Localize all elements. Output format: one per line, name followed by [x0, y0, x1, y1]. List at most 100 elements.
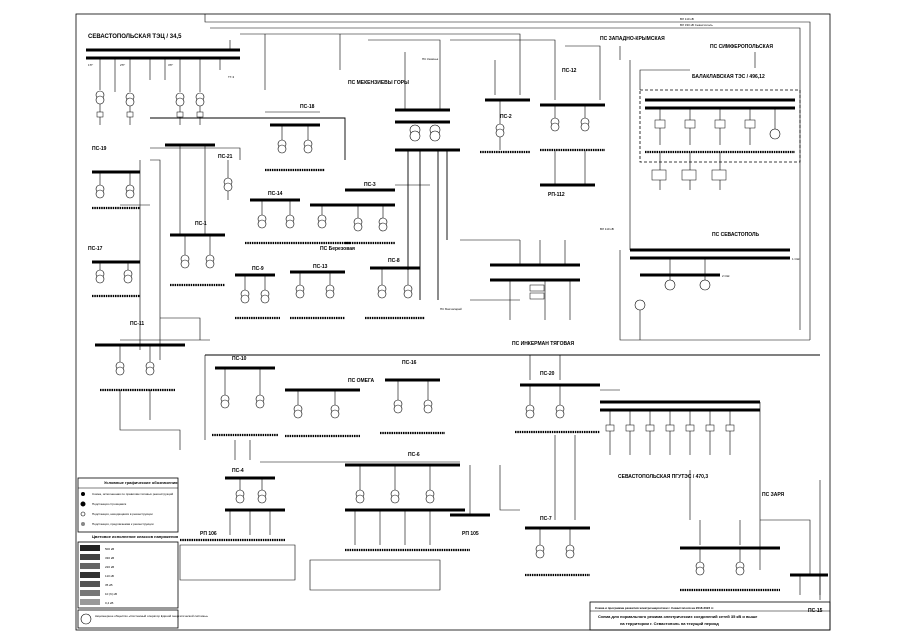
svg-text:Схема и программа развития эле: Схема и программа развития электроэнерге…: [595, 606, 714, 610]
station-label: ПС-17: [88, 246, 103, 252]
station-ps13[interactable]: ПС-13: [290, 264, 345, 320]
station-ps-inkerman[interactable]: ПС ИНКЕРМАН ТЯГОВАЯ: [460, 239, 580, 347]
station-label: ПС-16: [402, 360, 417, 366]
station-label: ПС ИНКЕРМАН ТЯГОВАЯ: [512, 341, 574, 347]
station-label: ПС-13: [313, 264, 328, 270]
station-label: ПС Березовая: [320, 246, 355, 252]
station-label: ПС-10: [232, 356, 247, 362]
svg-text:Подстанция, предлагаемая к рек: Подстанция, предлагаемая к реконструкции: [92, 522, 154, 526]
top-trunk-lines: ВЛ 110 кВ ВЛ 330 кВ Севастополь: [204, 14, 811, 340]
station-label: ПС-14: [268, 191, 283, 197]
station-ps-simf[interactable]: ПС СИМФЕРОПОЛЬСКАЯ: [710, 44, 773, 68]
station-label: СЕВАСТОПОЛЬСКАЯ ПГУТЭС / 470,3: [618, 474, 708, 480]
station-ps15[interactable]: ПС-15: [760, 519, 828, 614]
station-label: ПС-20: [540, 371, 555, 377]
svg-text:Цветовое исполнение классов на: Цветовое исполнение классов напряжения: [92, 534, 179, 539]
station-label: ПС-9: [252, 266, 264, 272]
station-label: СЕВАСТОПОЛЬСКАЯ ТЭЦ / 34,5: [88, 34, 182, 40]
station-ps20[interactable]: ПС-20: [515, 355, 620, 434]
station-ps12[interactable]: ПС-12: [540, 60, 605, 152]
station-ps3[interactable]: ПС-3: [345, 182, 430, 245]
svg-text:Подстанция строящаяся: Подстанция строящаяся: [92, 502, 127, 506]
station-label: ПС-3: [364, 182, 376, 188]
station-ps-zarya[interactable]: ПС ЗАРЯ: [680, 492, 785, 592]
station-ps11[interactable]: ПС-11: [95, 317, 210, 450]
station-label: ПС-19: [92, 146, 107, 152]
station-label: ПС-2: [500, 114, 512, 120]
svg-text:35 кВ: 35 кВ: [105, 583, 112, 587]
station-ps9[interactable]: ПС-9: [235, 266, 280, 320]
label-line-note: ВЛ 110 кВ: [600, 227, 614, 231]
station-rp105[interactable]: РП 105: [450, 465, 490, 537]
station-ps8[interactable]: ПС-8: [365, 258, 425, 320]
station-label: ПС-8: [388, 258, 400, 264]
label-bakhchisaray: ПС Бахчисарай: [440, 307, 462, 311]
station-ps-mekenz[interactable]: ПС МЕКЕНЗИЕВЫ ГОРЫ: [348, 52, 460, 300]
station-rp112[interactable]: РП-112: [540, 150, 595, 198]
station-ps7[interactable]: ПС-7: [525, 435, 590, 577]
station-ps-zap-krym[interactable]: ПС ЗАПАДНО-КРЫМСКАЯ: [600, 36, 665, 60]
station-label: РП 105: [462, 531, 479, 537]
station-ps16[interactable]: ПС-16: [380, 360, 445, 435]
so-ups-logo-icon: [80, 613, 92, 625]
station-label: ПС СЕВАСТОПОЛЬ: [712, 232, 760, 238]
svg-text:110 кВ: 110 кВ: [105, 574, 114, 578]
station-ps14[interactable]: ПС-14: [245, 191, 305, 245]
station-label: ПС-4: [232, 468, 244, 474]
station-ps2[interactable]: ПС-2: [480, 60, 530, 154]
station-label: ПС-7: [540, 516, 552, 522]
line-tec-ps3: [150, 117, 346, 160]
svg-text:1 СШ: 1 СШ: [792, 257, 800, 261]
station-label: ПС-12: [562, 68, 577, 74]
station-ps10[interactable]: ПС-10: [212, 356, 278, 437]
svg-text:500 кВ: 500 кВ: [105, 547, 114, 551]
station-label: ПС-6: [408, 452, 420, 458]
svg-text:на территории г. Севастополь н: на территории г. Севастополь на текущий …: [620, 621, 719, 626]
station-balaklava[interactable]: БАЛАКЛАВСКАЯ ТЭС / 496,12: [629, 60, 801, 250]
station-label: ПС МЕКЕНЗИЕВЫ ГОРЫ: [348, 80, 409, 86]
station-ps19[interactable]: ПС-19: [92, 146, 140, 210]
station-label: ПС-11: [130, 321, 144, 327]
svg-text:10 (6) кВ: 10 (6) кВ: [105, 592, 117, 596]
svg-text:Схема, исполненная по правилам: Схема, исполненная по правилам типовых р…: [92, 492, 173, 496]
label-kazachya: ПС Казачья: [422, 57, 439, 61]
station-rp106[interactable]: РП 106: [179, 531, 296, 581]
svg-text:2 СШ: 2 СШ: [722, 274, 730, 278]
station-ps6[interactable]: ПС-6: [260, 452, 470, 591]
station-ps1[interactable]: ПС-1: [165, 143, 225, 287]
station-ps18[interactable]: ПС-18: [265, 104, 325, 172]
station-label: ПС-18: [300, 104, 315, 110]
station-sev-pgu[interactable]: СЕВАСТОПОЛЬСКАЯ ПГУТЭС / 470,3: [600, 400, 761, 570]
voltage-swatches: 500 кВ 330 кВ 220 кВ 110 кВ 35 кВ 10 (6)…: [80, 545, 117, 605]
station-ps-sevastopol[interactable]: ПС СЕВАСТОПОЛЬ 1 СШ 2 СШ: [619, 232, 810, 341]
drawing-frame: [75, 13, 831, 631]
svg-text:Условные графические обозначен: Условные графические обозначения: [104, 480, 178, 485]
station-ps4[interactable]: ПС-4: [180, 440, 285, 542]
station-label: РП-112: [548, 192, 565, 198]
station-ps-omega[interactable]: ПС ОМЕГА: [285, 378, 375, 438]
svg-text:3ТГ: 3ТГ: [168, 63, 174, 67]
svg-text:220 кВ: 220 кВ: [105, 565, 114, 569]
svg-text:330 кВ: 330 кВ: [105, 556, 114, 560]
title-block: Схема и программа развития электроэнерге…: [589, 601, 831, 631]
svg-text:Акционерное общество «Системны: Акционерное общество «Системный оператор…: [95, 614, 208, 618]
station-label: ПС ОМЕГА: [348, 378, 375, 384]
station-ps21[interactable]: ПС-21: [218, 154, 233, 200]
station-label: ПС-1: [195, 221, 207, 227]
station-label: ПС ЗАПАДНО-КРЫМСКАЯ: [600, 36, 665, 42]
station-label: ПС ЗАРЯ: [762, 492, 785, 498]
station-ps17[interactable]: ПС-17: [88, 246, 140, 298]
legend: Условные графические обозначения Схема, …: [77, 477, 208, 629]
svg-text:1ТГ: 1ТГ: [88, 63, 94, 67]
svg-text:Схема для нормального режима э: Схема для нормального режима электрическ…: [598, 614, 758, 619]
station-label: РП 106: [200, 531, 217, 537]
svg-text:ВЛ 330 кВ Севастополь: ВЛ 330 кВ Севастополь: [680, 23, 713, 27]
station-ps-berezovaya[interactable]: ПС Березовая: [305, 203, 355, 252]
svg-text:2ТГ: 2ТГ: [120, 63, 126, 67]
svg-text:ВЛ 110 кВ: ВЛ 110 кВ: [680, 17, 694, 21]
station-label: ПС СИМФЕРОПОЛЬСКАЯ: [710, 44, 773, 50]
svg-text:0,4 кВ: 0,4 кВ: [105, 601, 113, 605]
station-label: БАЛАКЛАВСКАЯ ТЭС / 496,12: [692, 74, 765, 80]
station-label: ПС-21: [218, 154, 233, 160]
